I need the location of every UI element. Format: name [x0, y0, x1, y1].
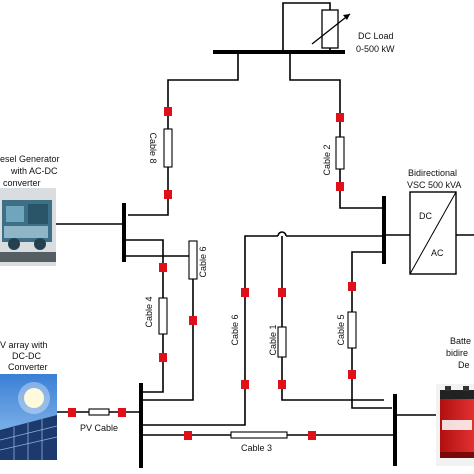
cable-2-breaker-top [336, 113, 344, 122]
pv-label-line1: V array with [0, 340, 48, 350]
cable-5-breaker-top [348, 282, 356, 291]
pv-cable-breaker-right [118, 408, 126, 417]
cable-2-resistor [335, 136, 345, 170]
cable-1-label: Cable 1 [268, 324, 278, 355]
cable-5-label: Cable 5 [336, 314, 346, 345]
battery-label-line3: De [458, 360, 470, 370]
cable-3-label: Cable 3 [241, 443, 272, 453]
vsc-dc-label: DC [419, 211, 432, 221]
cable-4-breaker-top [159, 263, 167, 272]
vsc-label-line2: VSC 500 kVA [407, 180, 461, 190]
cable-5-resistor [347, 311, 357, 349]
cable-8-wire [128, 52, 239, 216]
cable-6b-breaker-top [241, 288, 249, 297]
pv-label-line2: DC-DC [12, 351, 41, 361]
wire-crossover [277, 231, 287, 237]
cable-8-resistor [163, 128, 173, 168]
cable-8-breaker-top [164, 107, 172, 116]
diesel-label-line2: with AC-DC [10, 166, 58, 176]
cable-2-wire [289, 52, 384, 209]
vsc-ac-label: AC [431, 248, 444, 258]
cable-6a-label: Cable 6 [198, 246, 208, 277]
cable-5-wire [351, 251, 392, 409]
cable-8-label: Cable 8 [148, 132, 158, 163]
diesel-label-line3: converter [3, 178, 41, 188]
cable-1-resistor [277, 326, 287, 358]
vsc-label-line1: Bidirectional [408, 168, 457, 178]
vsc-converter [409, 191, 457, 275]
cable-6a-breaker [189, 316, 197, 325]
dc-load-feeder [282, 2, 331, 52]
cable-6b-wire-2 [143, 235, 278, 426]
battery-image [436, 384, 474, 466]
cable-1-breaker-top [278, 288, 286, 297]
cable-1-wire [281, 236, 384, 401]
dc-load-resistor [311, 9, 351, 49]
cable-1-breaker-bottom [278, 380, 286, 389]
cable-6b-breaker-bottom [241, 380, 249, 389]
cable-3-breaker-left [184, 431, 192, 440]
dc-load-rating: 0-500 kW [356, 44, 395, 54]
pv-array-image [0, 374, 58, 460]
battery-label-line2: bidire [446, 348, 468, 358]
pv-cable-label: PV Cable [80, 423, 118, 433]
diesel-label-line1: esel Generator [0, 154, 60, 164]
cable-4-breaker-bottom [159, 353, 167, 362]
cable-5-breaker-bottom [348, 370, 356, 379]
pv-cable-resistor [88, 408, 110, 416]
cable-6a-resistor [188, 240, 198, 280]
cable-8-breaker-bottom [164, 190, 172, 199]
cable-2-breaker-bottom [336, 182, 344, 191]
cable-2-label: Cable 2 [322, 144, 332, 175]
diesel-generator-image [0, 188, 56, 266]
cable-6a-wire [124, 255, 194, 401]
dc-load-label: DC Load [358, 31, 394, 41]
pv-label-line3: Converter [8, 362, 48, 372]
cable-3-breaker-right [308, 431, 316, 440]
cable-6b-label: Cable 6 [230, 314, 240, 345]
cable-4-resistor [158, 297, 168, 335]
battery-label-line1: Batte [450, 336, 471, 346]
cable-3-resistor [230, 431, 288, 439]
cable-4-label: Cable 4 [144, 296, 154, 327]
pv-cable-breaker-left [68, 408, 76, 417]
